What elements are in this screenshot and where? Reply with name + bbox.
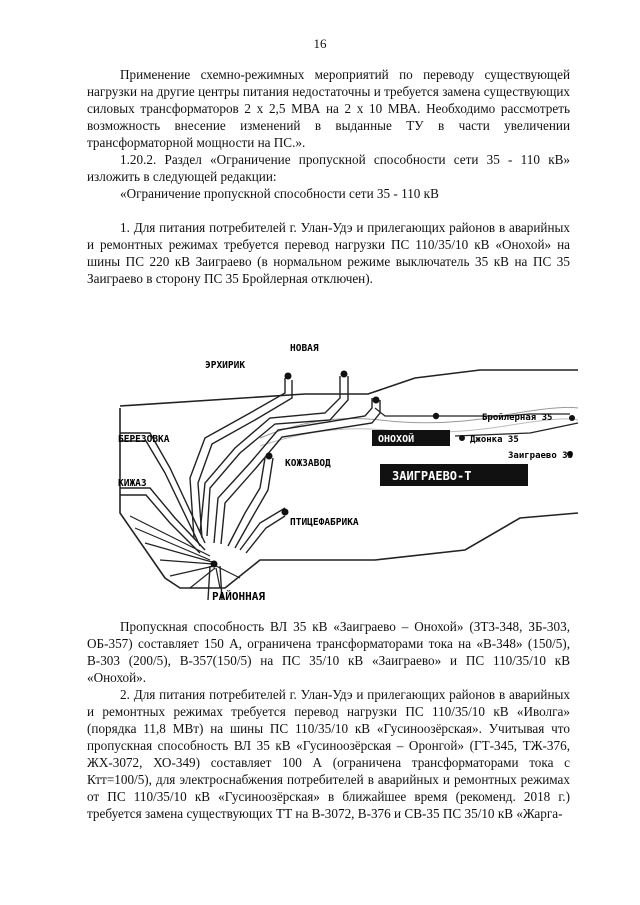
label-novaya: НОВАЯ <box>290 343 319 354</box>
paragraph-section-heading-edit: 1.20.2. Раздел «Ограничение пропускной с… <box>87 152 570 184</box>
label-erkhirik: ЭРХИРИК <box>205 360 245 371</box>
label-ptitsefabrika: ПТИЦЕФАБРИКА <box>290 517 359 528</box>
paragraph-item-1: 1. Для питания потребителей г. Улан-Удэ … <box>87 220 570 286</box>
label-raionnaya: РАЙОННАЯ <box>212 590 265 603</box>
paragraph-transformer-replacement: Применение схемно-режимных мероприятий п… <box>87 67 570 150</box>
paragraph-capacity-zaigraevo: Пропускная способность ВЛ 35 кВ «Заиграе… <box>87 619 570 685</box>
page-number: 16 <box>313 36 327 51</box>
network-map: НОВАЯ ЭРХИРИК БЕРЕЗОВКА КИЖАЗ КОЖЗАВОД П… <box>118 343 579 603</box>
label-dzhonka: Джонка 35 <box>470 435 519 445</box>
label-broilernaya: Бройлерная 35 <box>482 413 552 423</box>
paragraph-item-2: 2. Для питания потребителей г. Улан-Удэ … <box>87 687 570 821</box>
label-kozhzavod: КОЖЗАВОД <box>285 458 331 469</box>
top-text: Применение схемно-режимных мероприятий п… <box>87 66 570 287</box>
label-zaigraevo35: Заиграево 35 <box>508 451 573 461</box>
label-zaigraevo-t: ЗАИГРАЕВО-Т <box>392 469 471 483</box>
paragraph-section-title: «Ограничение пропускной способности сети… <box>120 186 439 201</box>
label-onokhoi: ОНОХОЙ <box>378 432 414 445</box>
label-kizhaz: КИЖАЗ <box>118 478 147 489</box>
bottom-text: Пропускная способность ВЛ 35 кВ «Заиграе… <box>87 618 570 822</box>
label-berezovka: БЕРЕЗОВКА <box>118 434 170 445</box>
